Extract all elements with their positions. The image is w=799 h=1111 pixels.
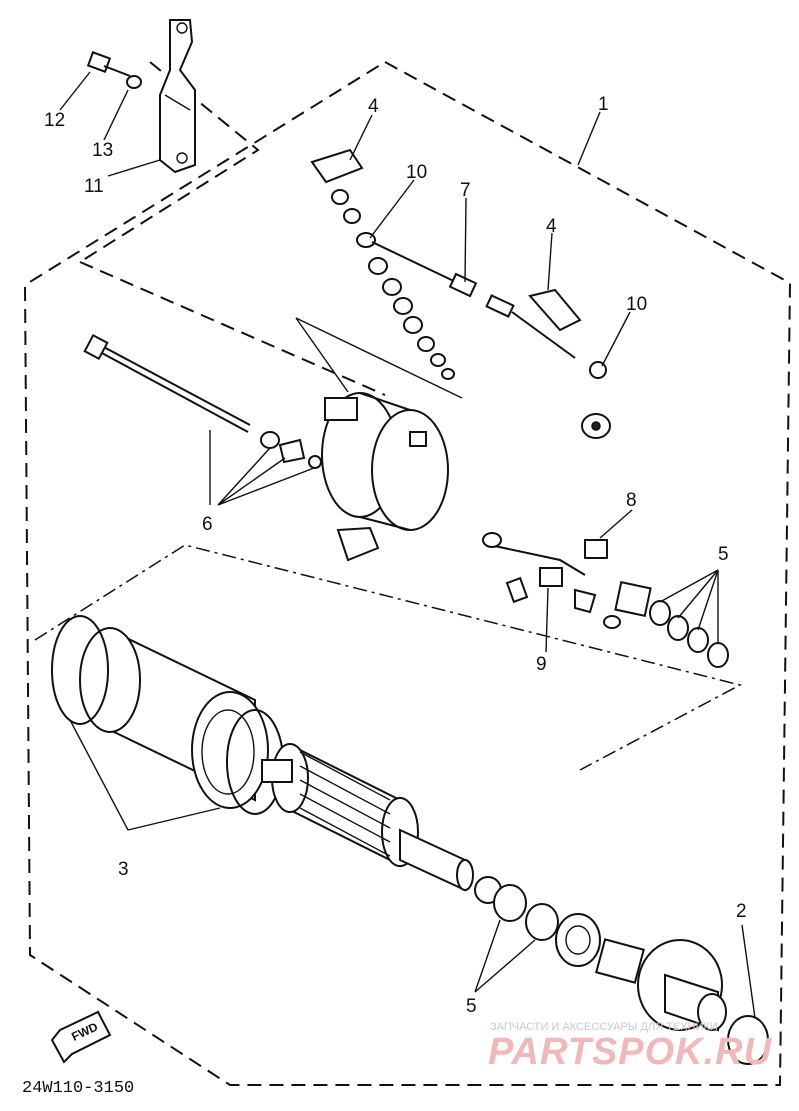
callout-3: 3 [118,859,129,880]
callout-11: 11 [84,176,104,197]
o-ring [727,1015,769,1065]
bolt-washers [260,431,322,469]
rear-cover [321,392,449,531]
fwd-arrow: FWD [50,1010,112,1064]
callout-1: 1 [598,94,609,115]
front-washers [474,876,645,984]
callout-10b: 10 [626,294,647,315]
callout-4a: 4 [368,96,379,117]
terminal-bolt-assembly [310,148,607,380]
washer [126,75,142,89]
brush-holder [336,413,611,562]
yoke-boundary [34,544,743,771]
callout-13: 13 [92,140,113,161]
shim-set [614,581,729,668]
assembly-boundary [23,61,792,1086]
callout-7: 7 [460,180,471,201]
yoke [51,615,284,815]
callout-10a: 10 [406,162,427,183]
callout-2: 2 [736,901,747,922]
bolt [86,51,131,77]
brush-set [482,532,621,629]
figure-code: 24W110-3150 [22,1079,134,1098]
callout-4b: 4 [546,216,557,237]
through-bolt [83,333,251,433]
watermark-logo: PARTSPOK.RU [488,1031,773,1073]
leader-lines [59,71,756,1019]
front-cover [637,939,727,1032]
armature [261,743,474,892]
watermark-caption: ЗАПЧАСТИ И АКСЕССУАРЫ ДЛЯ ТЕХНИКИ [490,1021,718,1033]
callout-8: 8 [626,490,637,511]
callout-9: 9 [536,654,547,675]
callout-12: 12 [44,110,65,131]
callout-5a: 5 [718,544,729,565]
callout-6: 6 [202,514,213,535]
callout-5b: 5 [466,996,477,1017]
mounting-bracket [159,19,196,174]
